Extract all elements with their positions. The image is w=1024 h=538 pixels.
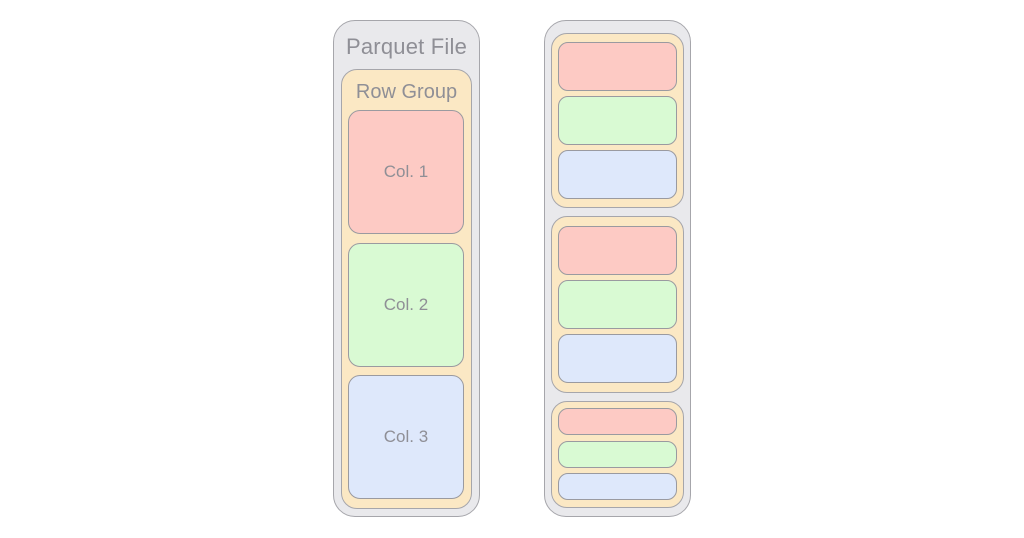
column-chunk-3: Col. 3 [348,375,464,499]
row-group-title: Row Group [355,81,458,103]
row-group-2-col-2 [558,280,677,329]
row-group-3-col-3 [558,473,677,500]
row-group-1-col-2 [558,96,677,145]
row-group-2-col-1 [558,226,677,275]
column-chunk-1: Col. 1 [348,110,464,234]
column-3-label: Col. 3 [383,427,429,446]
row-group-2-col-3 [558,334,677,383]
column-2-label: Col. 2 [383,295,429,314]
row-group-1-col-3 [558,150,677,199]
parquet-file-title: Parquet File [345,34,467,59]
row-group-3-col-1 [558,408,677,435]
column-chunk-2: Col. 2 [348,243,464,367]
row-group-3-col-2 [558,441,677,468]
column-1-label: Col. 1 [383,162,429,181]
row-group-1-col-1 [558,42,677,91]
